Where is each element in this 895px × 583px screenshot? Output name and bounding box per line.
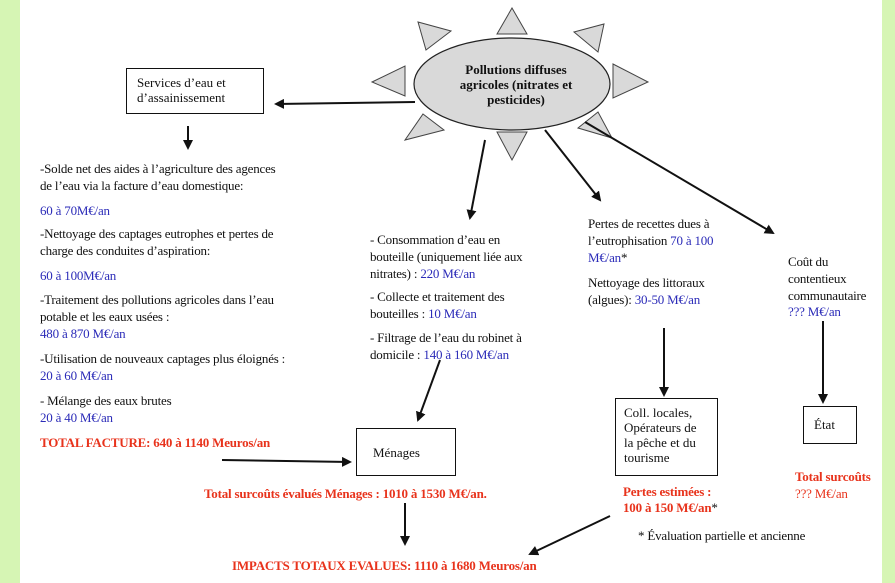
middle-text: domicile : — [370, 347, 424, 362]
sun-ray-nw — [417, 21, 453, 51]
menages-total: Total surcoûts évalués Ménages : 1010 à … — [204, 486, 487, 501]
left-text: -Solde net des aides à l’agriculture des… — [40, 161, 276, 176]
left-value: 20 à 60 M€/an — [40, 368, 113, 383]
middle-text: - Filtrage de l’eau du robinet à — [370, 330, 522, 345]
middle-text: - Collecte et traitement des — [370, 289, 505, 304]
farright-text: contentieux — [788, 271, 847, 286]
grand-total: IMPACTS TOTAUX EVALUES: 1110 à 1680 Meur… — [232, 558, 537, 573]
right-value: M€/an — [588, 250, 621, 265]
etat-box: État — [803, 406, 857, 444]
coll-line: Opérateurs de — [624, 420, 697, 435]
coll-total-l1: Pertes estimées : — [623, 484, 712, 499]
middle-text: bouteille (uniquement liée aux — [370, 249, 523, 264]
right-value: 70 à 100 — [670, 233, 714, 248]
right-text-row: M€/an* — [588, 250, 627, 265]
arrow-coll-to-total — [528, 515, 611, 556]
sun-ray-ne — [572, 23, 605, 53]
coll-total-star: * — [711, 500, 718, 515]
sun-ray-e — [612, 63, 650, 99]
arrow-hub-to-farright — [584, 121, 775, 235]
sun-rays — [370, 6, 650, 162]
middle-text: - Consommation d’eau en — [370, 232, 501, 247]
middle-text-row: domicile : 140 à 160 M€/an — [370, 347, 509, 362]
middle-value: 140 à 160 M€/an — [423, 347, 509, 362]
left-value: 480 à 870 M€/an — [40, 326, 126, 341]
middle-text: bouteilles : — [370, 306, 429, 321]
etat-total-l2: ??? M€/an — [795, 486, 848, 501]
left-value: 60 à 70M€/an — [40, 203, 110, 218]
left-text: charge des conduites d’aspiration: — [40, 243, 211, 258]
left-text: potable et les eaux usées : — [40, 309, 170, 324]
menages-box: Ménages — [356, 428, 456, 476]
arrow-middle-to-menages — [416, 359, 441, 422]
sun-ray-s — [496, 131, 528, 162]
middle-value: 10 M€/an — [428, 306, 477, 321]
footnote: * Évaluation partielle et ancienne — [638, 528, 806, 543]
coll-line: la pêche et du — [624, 435, 696, 450]
hub-ellipse — [413, 37, 611, 131]
arrow-hub-to-right — [544, 129, 602, 202]
left-text: -Traitement des pollutions agricoles dan… — [40, 292, 274, 307]
hub-line: pesticides) — [487, 92, 545, 107]
left-text: -Utilisation de nouveaux captages plus é… — [40, 351, 286, 366]
left-text: -Nettoyage des captages eutrophes et per… — [40, 226, 274, 241]
right-text: l’eutrophisation — [588, 233, 671, 248]
sun-ray-w — [370, 65, 406, 97]
coll-line: Coll. locales, — [624, 405, 693, 420]
coll-total-l2: 100 à 150 M€/an — [623, 500, 712, 515]
left-text: - Mélange des eaux brutes — [40, 393, 172, 408]
arrow-total-to-menages — [221, 456, 352, 467]
coll-total-row: 100 à 150 M€/an* — [623, 500, 718, 515]
services-line: d’assainissement — [137, 90, 226, 105]
sun-ray-se — [576, 111, 614, 139]
left-value: 20 à 40 M€/an — [40, 410, 113, 425]
arrow-hub-to-middle — [466, 139, 486, 220]
total-facture: TOTAL FACTURE: 640 à 1140 Meuros/an — [40, 435, 271, 450]
etat-total-l1: Total surcoûts — [795, 469, 871, 484]
sun-ray-sw — [403, 113, 446, 141]
right-text: (algues): — [588, 292, 635, 307]
farright-text: communautaire — [788, 288, 867, 303]
right-text: Nettoyage des littoraux — [588, 275, 705, 290]
middle-text: nitrates) : — [370, 266, 421, 281]
hub-line: Pollutions diffuses — [465, 62, 567, 77]
hub-label: Pollutions diffuses agricoles (nitrates … — [446, 62, 586, 107]
middle-text-row: bouteilles : 10 M€/an — [370, 306, 477, 321]
middle-text-row: nitrates) : 220 M€/an — [370, 266, 475, 281]
hub-line: agricoles (nitrates et — [459, 77, 573, 92]
left-text: de l’eau via la facture d’eau domestique… — [40, 178, 244, 193]
right-value: 30-50 M€/an — [634, 292, 701, 307]
farright-value: ??? M€/an — [788, 304, 841, 319]
left-value: 60 à 100M€/an — [40, 268, 117, 283]
right-text-row: l’eutrophisation 70 à 100 — [588, 233, 714, 248]
middle-value: 220 M€/an — [420, 266, 476, 281]
right-text-row: (algues): 30-50 M€/an — [588, 292, 700, 307]
coll-line: tourisme — [624, 450, 670, 465]
coll-box: Coll. locales, Opérateurs de la pêche et… — [615, 398, 718, 476]
services-line: Services d’eau et — [137, 75, 226, 90]
farright-text: Coût du — [788, 254, 829, 269]
services-box: Services d’eau et d’assainissement — [126, 68, 264, 114]
right-text: Pertes de recettes dues à — [588, 216, 710, 231]
sun-ray-n — [496, 6, 528, 35]
etat-label: État — [814, 417, 835, 432]
right-text: * — [620, 250, 628, 265]
arrow-hub-to-services — [274, 98, 416, 109]
menages-label: Ménages — [373, 445, 420, 460]
